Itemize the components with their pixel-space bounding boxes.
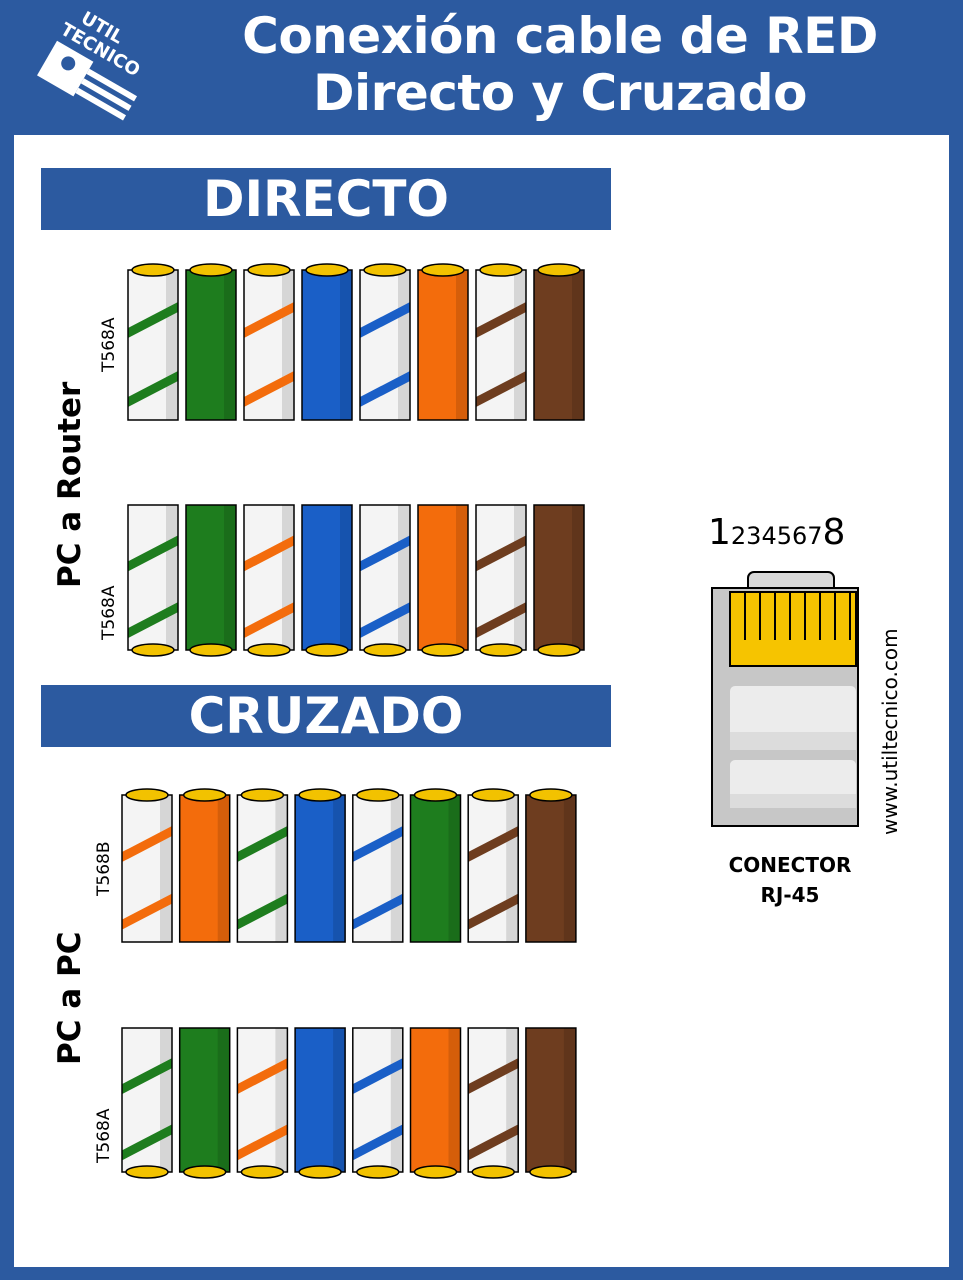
wire-blue-row3 [294, 788, 346, 943]
connector-label-line2: RJ-45 [760, 883, 820, 907]
pin-number-last: 8 [822, 512, 846, 553]
connector-label: CONECTOR RJ-45 [690, 850, 890, 910]
wire-white-green-row1 [127, 263, 179, 421]
wire-blue-row1 [301, 263, 353, 421]
wire-blue-row4 [294, 1027, 346, 1179]
wire-white-blue-row3 [352, 788, 404, 943]
wire-brown-row4 [525, 1027, 577, 1179]
wire-brown-row2 [533, 504, 585, 657]
wire-white-orange-row3 [121, 788, 173, 943]
wire-orange-row3 [178, 788, 231, 943]
wire-white-orange-row2 [243, 504, 295, 657]
wire-white-orange-row4 [236, 1027, 289, 1179]
wire-white-blue-row1 [359, 263, 411, 421]
wire-blue-row2 [301, 504, 353, 657]
directo-banner: DIRECTO [41, 168, 611, 230]
pin-numbers: 12345678 [708, 512, 845, 553]
wire-orange-row4 [409, 1027, 462, 1179]
cruzado-banner: CRUZADO [41, 685, 611, 747]
wire-white-green-row2 [127, 504, 179, 657]
wire-white-brown-row2 [475, 504, 527, 657]
page-title: Conexión cable de RED Directo y Cruzado [190, 8, 930, 122]
wire-orange-row1 [417, 263, 469, 421]
wire-brown-row3 [525, 788, 577, 943]
connector-label-line1: CONECTOR [728, 853, 852, 877]
website-url: www.utiltecnico.com [878, 628, 902, 835]
rj45-connector-icon [711, 571, 859, 827]
wire-orange-row2 [417, 504, 469, 657]
wire-green-row4 [178, 1027, 231, 1179]
wire-green-row1 [185, 263, 237, 421]
pin-number-first: 1 [708, 512, 731, 553]
title-line-1: Conexión cable de RED [242, 7, 878, 65]
header: UTIL TECNICO Conexión cable de RED Direc… [0, 0, 963, 135]
title-line-2: Directo y Cruzado [313, 64, 807, 122]
wire-white-orange-row1 [243, 263, 295, 421]
wire-brown-row1 [533, 263, 585, 421]
wire-white-green-row4 [121, 1027, 173, 1179]
wire-white-brown-row1 [475, 263, 527, 421]
util-tecnico-logo: UTIL TECNICO [37, 8, 144, 121]
wire-green-row2 [185, 504, 237, 657]
pin-numbers-middle: 234567 [730, 522, 823, 550]
wire-white-brown-row4 [467, 1027, 519, 1179]
wire-green-row3 [409, 788, 462, 943]
wire-white-green-row3 [236, 788, 289, 943]
wire-white-brown-row3 [467, 788, 519, 943]
wire-white-blue-row2 [359, 504, 411, 657]
wire-white-blue-row4 [352, 1027, 404, 1179]
